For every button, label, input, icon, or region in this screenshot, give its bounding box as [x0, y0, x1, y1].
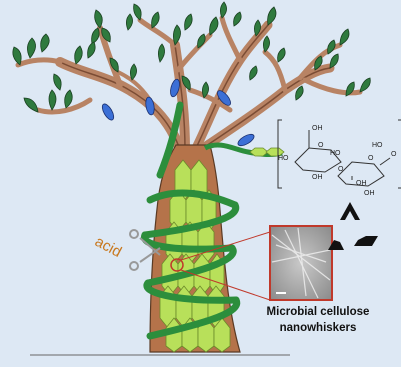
chem-label-o-ring1: O	[318, 142, 323, 149]
recycle-icon	[328, 202, 378, 250]
caption-line-2: nanowhiskers	[262, 322, 374, 334]
chem-label-oh-bottom1: OH	[312, 174, 323, 181]
chem-label-o-end: O	[391, 151, 396, 158]
chem-label-oh-top: OH	[312, 125, 323, 132]
tem-scalebar	[276, 292, 286, 294]
chem-label-o-bridge: O	[338, 166, 343, 173]
chem-label-ho-mid: HO	[330, 150, 341, 157]
chem-label-ho-left: HO	[278, 155, 289, 162]
chem-label-ho-right: HO	[372, 142, 383, 149]
caption-line-1: Microbial cellulose	[262, 306, 374, 318]
chem-label-o-ring2: O	[368, 155, 373, 162]
chem-label-oh-low: OH	[364, 190, 375, 197]
chem-label-oh-bottom2: OH	[356, 180, 367, 187]
